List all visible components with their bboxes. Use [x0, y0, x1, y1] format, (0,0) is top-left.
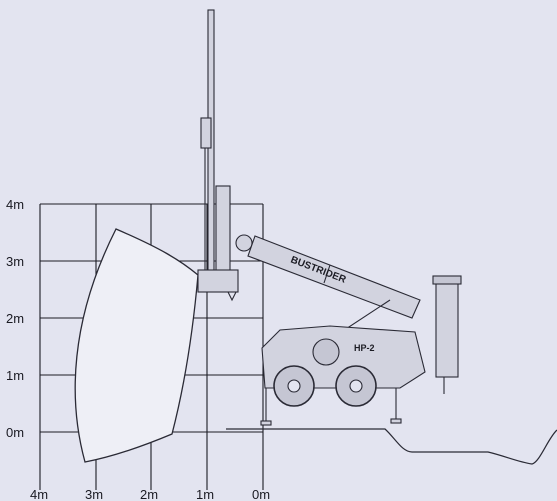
drill-bit: [227, 291, 237, 302]
y-label-1m: 1m: [6, 368, 24, 383]
model-badge: HP-2: [354, 343, 375, 353]
x-label-1m: 1m: [196, 487, 214, 501]
drill-head: [197, 269, 239, 293]
rear-stabilizer-foot: [260, 420, 272, 426]
front-wheel-hub: [287, 379, 301, 393]
y-axis-labels: 4m 3m 2m 1m 0m: [6, 197, 24, 440]
rear-hub-detail: [312, 338, 340, 366]
tank-cap: [432, 275, 462, 285]
compressor-tank: [435, 278, 459, 378]
x-label-2m: 2m: [140, 487, 158, 501]
x-label-4m: 4m: [30, 487, 48, 501]
drill-rig-machine: BUSTRIDER HP-2: [197, 9, 462, 426]
x-label-3m: 3m: [85, 487, 103, 501]
rear-wheel-hub: [349, 379, 363, 393]
x-label-0m: 0m: [252, 487, 270, 501]
x-axis-labels: 4m 3m 2m 1m 0m: [30, 487, 270, 501]
y-label-2m: 2m: [6, 311, 24, 326]
telescopic-boom: [247, 235, 421, 319]
boom-stage-joint: [323, 264, 331, 284]
y-label-4m: 4m: [6, 197, 24, 212]
ground-line: [226, 428, 557, 465]
tunnel-profile-area: [74, 228, 199, 463]
front-stabilizer-foot: [390, 418, 402, 424]
boom-rotation-unit: [235, 234, 253, 252]
y-label-3m: 3m: [6, 254, 24, 269]
mast-clamp-upper: [200, 117, 212, 149]
y-label-0m: 0m: [6, 425, 24, 440]
